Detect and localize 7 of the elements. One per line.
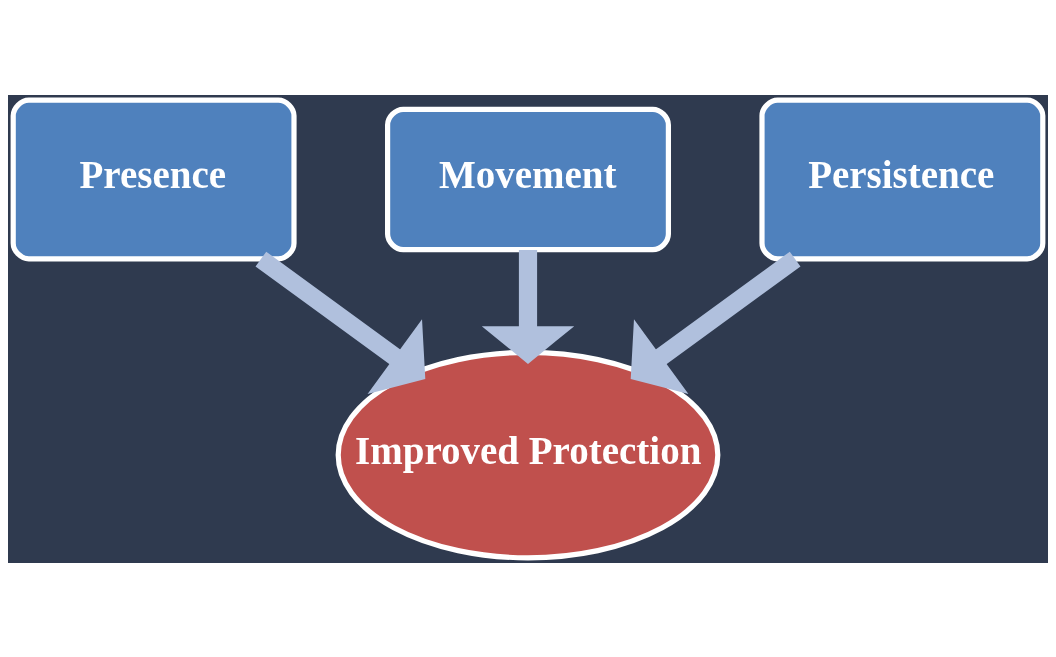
node-box: Presence <box>10 97 297 261</box>
arrow <box>630 251 801 394</box>
node-ellipse: Improved Protection <box>335 349 721 560</box>
node-box: Persistence <box>759 97 1046 261</box>
arrow <box>481 249 575 364</box>
node-box: Movement <box>385 106 671 252</box>
arrow <box>255 251 426 394</box>
